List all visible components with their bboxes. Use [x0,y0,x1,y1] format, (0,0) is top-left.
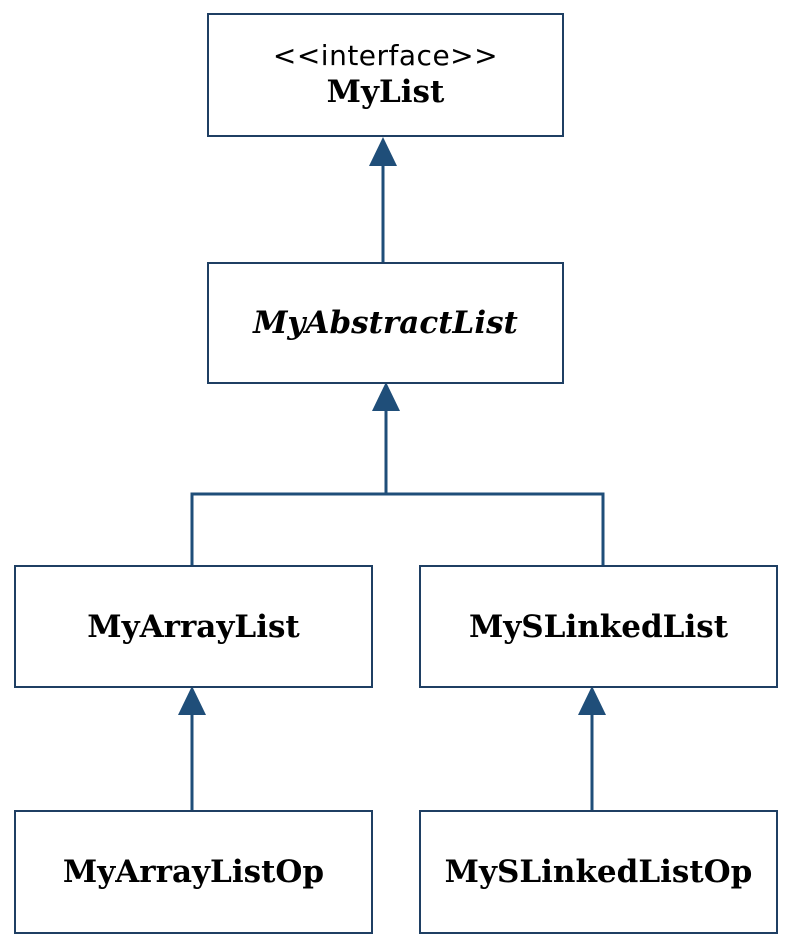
edge-arraylist-to-abstract [190,410,388,565]
myarraylistop-box: MyArrayListOp [14,810,373,934]
myabstractlist-box: MyAbstractList [207,262,564,384]
myslinkedlist-box: MySLinkedList [419,565,778,688]
mylist-name: MyList [326,74,445,110]
edge-slinkedlist-to-abstract [386,492,605,565]
generalization-arrowhead [178,686,206,715]
myslinkedlistop-name: MySLinkedListOp [444,854,753,890]
generalization-arrowhead [578,686,606,715]
myslinkedlistop-box: MySLinkedListOp [419,810,778,934]
myarraylistop-name: MyArrayListOp [62,854,325,890]
generalization-arrowhead [372,382,400,411]
myslinkedlist-name: MySLinkedList [468,608,729,645]
mylist-interface-box: <<interface>> MyList [207,13,564,137]
myabstractlist-name: MyAbstractList [253,305,518,341]
interface-stereotype: <<interface>> [272,39,499,72]
myarraylist-box: MyArrayList [14,565,373,688]
generalization-arrowhead [369,137,397,166]
myarraylist-name: MyArrayList [87,608,300,645]
